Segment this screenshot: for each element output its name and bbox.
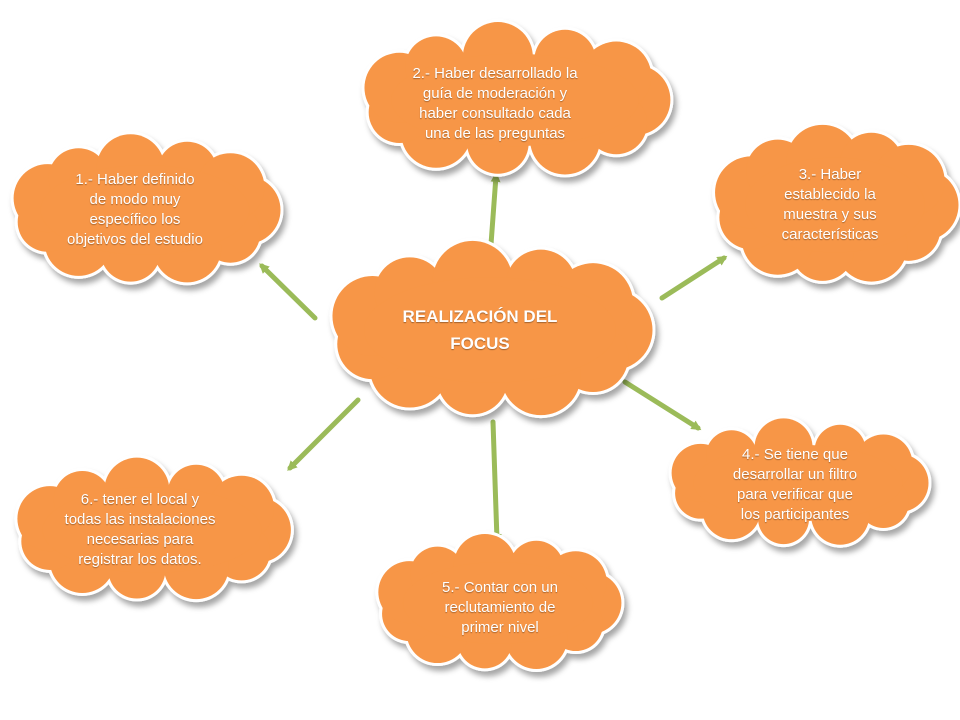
cloud-node-6 — [14, 454, 294, 603]
center-label: REALIZACIÓN DEL FOCUS — [402, 307, 558, 353]
cloud-center — [329, 237, 656, 419]
node-5-label: 5.- Contar con un reclutamiento de prime… — [442, 578, 558, 636]
arrow-to-node-1 — [259, 263, 318, 321]
arrow-to-node-4 — [622, 379, 702, 431]
node-3-label: 3.- Haber establecido la muestra y sus c… — [781, 166, 879, 243]
node-6-label: 6.- tener el local y todas las instalaci… — [64, 491, 216, 568]
cloud-node-2 — [361, 19, 674, 178]
arrow-to-node-6 — [287, 397, 361, 471]
cloud-node-4 — [668, 415, 932, 548]
node-1-label: 1.- Haber definido de modo muy específic… — [67, 171, 203, 248]
cloud-node-3 — [712, 121, 960, 285]
cloud-node-5 — [375, 530, 625, 672]
arrow-to-node-3 — [659, 255, 728, 301]
arrow-to-node-5 — [490, 419, 502, 544]
cloud-node-1 — [10, 131, 284, 286]
node-4-label: 4.- Se tiene que desarrollar un filtro p… — [732, 446, 858, 523]
cloud-shapes — [10, 19, 960, 672]
node-2-label: 2.- Haber desarrollado la guía de modera… — [412, 65, 578, 142]
